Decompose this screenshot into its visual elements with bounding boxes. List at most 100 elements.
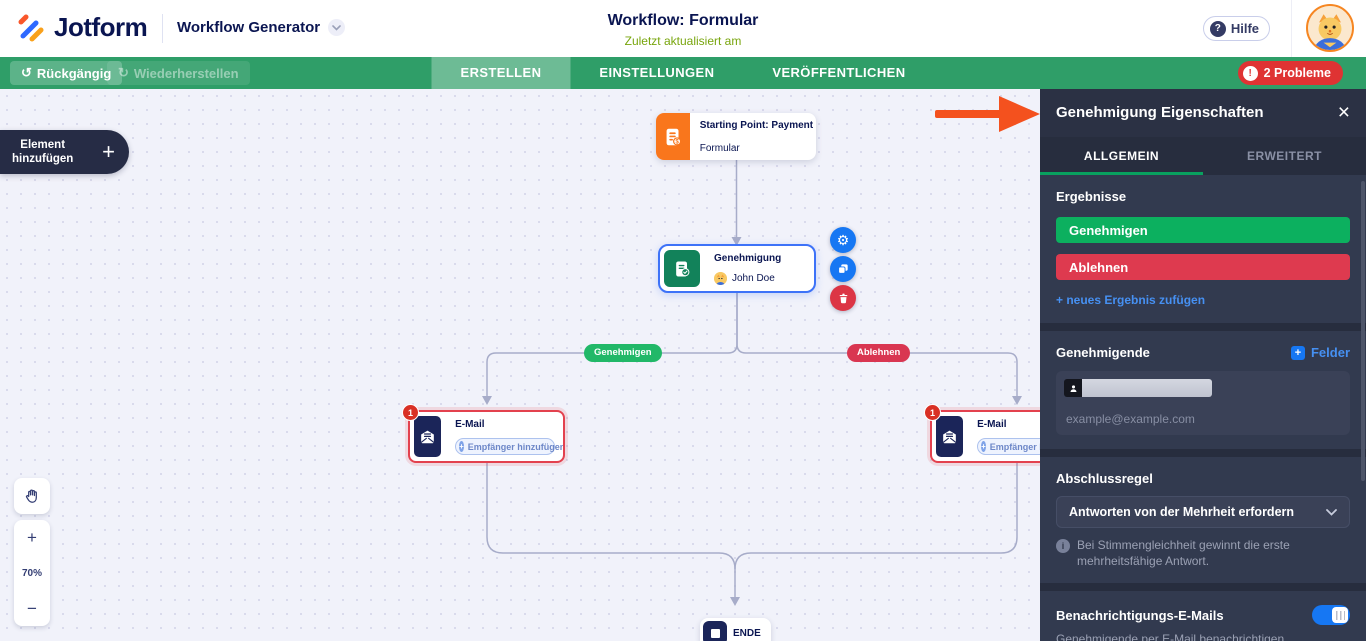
redo-label: Wiederherstellen xyxy=(133,65,239,81)
approval-node-texts: Genehmigung John Doe xyxy=(704,246,789,291)
dropdown-selected-value: Antworten von der Mehrheit erfordern xyxy=(1069,505,1295,519)
redo-button[interactable]: ↻ Wiederherstellen xyxy=(107,61,250,85)
header-divider-2 xyxy=(1291,0,1292,57)
approver-email-input[interactable] xyxy=(1066,412,1346,426)
app-name-menu[interactable]: Workflow Generator xyxy=(177,19,346,36)
exclamation-icon: ! xyxy=(1242,65,1258,81)
workflow-connectors xyxy=(482,160,1022,606)
zoom-in-button[interactable]: + xyxy=(27,528,37,547)
node-duplicate-button[interactable] xyxy=(830,256,856,282)
plus-icon: + xyxy=(459,441,464,452)
tab-veroeffentlichen[interactable]: VERÖFFENTLICHEN xyxy=(772,65,906,80)
approver-chip[interactable] xyxy=(1064,379,1342,397)
approvers-heading: Genehmigende xyxy=(1056,345,1150,360)
email-node-texts: E-Mail + Empfänger hinzufügen xyxy=(445,412,563,461)
branch-label-approve: Genehmigen xyxy=(584,344,662,362)
svg-text:$: $ xyxy=(675,139,679,145)
start-node-subtitle: Formular xyxy=(699,143,740,154)
problems-badge[interactable]: ! 2 Probleme xyxy=(1237,61,1343,85)
plus-icon: + xyxy=(102,139,115,164)
section-notifications: Benachrichtigungs-E-Mails Genehmigende p… xyxy=(1040,591,1366,641)
email-icon xyxy=(936,416,964,457)
notifications-description: Genehmigende per E-Mail benachrichtigen. xyxy=(1056,632,1288,641)
page-title: Workflow: Formular xyxy=(607,12,759,29)
plus-icon: + xyxy=(1290,345,1305,360)
question-mark-icon: ? xyxy=(1209,20,1226,37)
section-completion-rule: Abschlussregel Antworten von der Mehrhei… xyxy=(1040,457,1366,592)
completion-rule-dropdown[interactable]: Antworten von der Mehrheit erfordern xyxy=(1056,496,1350,528)
assignee-avatar xyxy=(714,272,727,285)
workflow-title-block: Workflow: Formular Zuletzt aktualisiert … xyxy=(608,12,759,48)
redo-icon: ↻ xyxy=(118,65,129,80)
node-delete-button[interactable] xyxy=(830,285,856,311)
copy-icon xyxy=(838,264,848,274)
start-node-title: Starting Point: Payment Form xyxy=(699,120,816,131)
panel-scrollbar[interactable] xyxy=(1361,181,1365,481)
node-settings-button[interactable]: ⚙ xyxy=(830,227,856,253)
error-count-badge: 1 xyxy=(924,404,941,421)
zoom-out-button[interactable]: − xyxy=(27,599,37,618)
builder-tabs: ERSTELLEN EINSTELLUNGEN VERÖFFENTLICHEN xyxy=(431,57,935,89)
problems-label: 2 Probleme xyxy=(1263,66,1331,80)
jotform-logo-icon xyxy=(18,14,44,42)
approval-node-title: Genehmigung xyxy=(714,253,782,264)
top-header: Jotform Workflow Generator Workflow: For… xyxy=(0,0,1366,57)
gear-icon: ⚙ xyxy=(836,231,850,248)
payment-form-icon: $ xyxy=(656,113,690,160)
hand-icon xyxy=(25,489,37,503)
node-email-right[interactable]: 1 E-Mail + Empfänger hinzufügen xyxy=(924,404,1040,463)
builder-toolbar: ↺ Rückgängig ↻ Wiederherstellen ERSTELLE… xyxy=(0,57,1366,89)
fields-button[interactable]: + Felder xyxy=(1290,345,1350,360)
section-results: Ergebnisse Genehmigen Ablehnen + neues E… xyxy=(1040,175,1366,331)
panel-title: Genehmigung Eigenschaften xyxy=(1056,104,1264,121)
node-starting-point[interactable]: $ Starting Point: Payment Form Formular xyxy=(656,113,816,160)
result-approve-button[interactable]: Genehmigen xyxy=(1056,217,1350,243)
panel-tab-allgemein[interactable]: ALLGEMEIN xyxy=(1040,137,1203,175)
avatar-cat-illustration xyxy=(1308,6,1352,50)
panel-tabs: ALLGEMEIN ERWEITERT xyxy=(1040,137,1366,175)
node-end[interactable]: ENDE xyxy=(700,618,771,641)
close-icon[interactable]: × xyxy=(1337,101,1350,124)
notifications-toggle[interactable] xyxy=(1312,605,1350,626)
tab-erstellen[interactable]: ERSTELLEN xyxy=(431,57,571,89)
pan-tool-button[interactable] xyxy=(14,478,50,514)
result-reject-button[interactable]: Ablehnen xyxy=(1056,254,1350,280)
add-result-link[interactable]: + neues Ergebnis zufügen xyxy=(1056,293,1206,307)
app-name-label: Workflow Generator xyxy=(177,19,321,36)
undo-label: Rückgängig xyxy=(36,65,112,81)
add-recipient-button[interactable]: + Empfänger hinzufügen xyxy=(977,438,1040,455)
user-avatar[interactable] xyxy=(1306,4,1354,52)
trash-icon xyxy=(839,293,847,303)
email-node-title: E-Mail xyxy=(977,419,1007,430)
jotform-logo-text: Jotform xyxy=(54,11,148,42)
zoom-controls: + 70% − xyxy=(14,520,50,626)
plus-icon: + xyxy=(981,441,986,452)
section-approvers: Genehmigende + Felder xyxy=(1040,331,1366,457)
tab-einstellungen[interactable]: EINSTELLUNGEN xyxy=(599,65,715,80)
email-node-title: E-Mail xyxy=(455,419,485,430)
approval-icon xyxy=(664,250,700,287)
branch-label-reject: Ablehnen xyxy=(847,344,911,362)
help-button[interactable]: ? Hilfe xyxy=(1202,16,1270,41)
start-node-texts: Starting Point: Payment Form Formular xyxy=(690,113,816,160)
properties-panel: Genehmigung Eigenschaften × ALLGEMEIN ER… xyxy=(1040,89,1366,641)
node-approval[interactable]: Genehmigung John Doe xyxy=(658,244,816,293)
help-label: Hilfe xyxy=(1230,21,1259,36)
person-icon xyxy=(1064,379,1082,397)
approvers-input-box[interactable] xyxy=(1056,371,1350,435)
node-email-left[interactable]: 1 E-Mail + Empfänger hinzufügen xyxy=(402,404,565,463)
jotform-logo[interactable]: Jotform xyxy=(14,11,148,43)
end-node-label: ENDE xyxy=(733,627,761,639)
panel-tab-erweitert[interactable]: ERWEITERT xyxy=(1247,149,1322,163)
add-recipient-button[interactable]: + Empfänger hinzufügen xyxy=(455,438,563,455)
email-icon xyxy=(414,416,442,457)
panel-header: Genehmigung Eigenschaften × xyxy=(1040,89,1366,137)
stop-icon xyxy=(703,621,727,641)
assignee-name: John Doe xyxy=(732,273,775,284)
info-icon: i xyxy=(1056,539,1070,553)
undo-button[interactable]: ↺ Rückgängig xyxy=(10,61,123,85)
